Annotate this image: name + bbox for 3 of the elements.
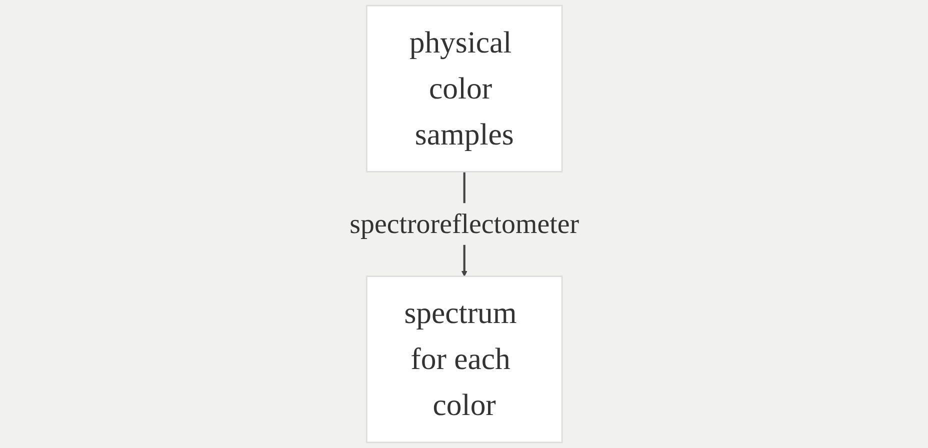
node-box: physical color samples xyxy=(366,4,562,172)
edge-label: spectroreflectometer xyxy=(349,208,579,240)
node-box: spectrum for each color xyxy=(366,276,562,444)
